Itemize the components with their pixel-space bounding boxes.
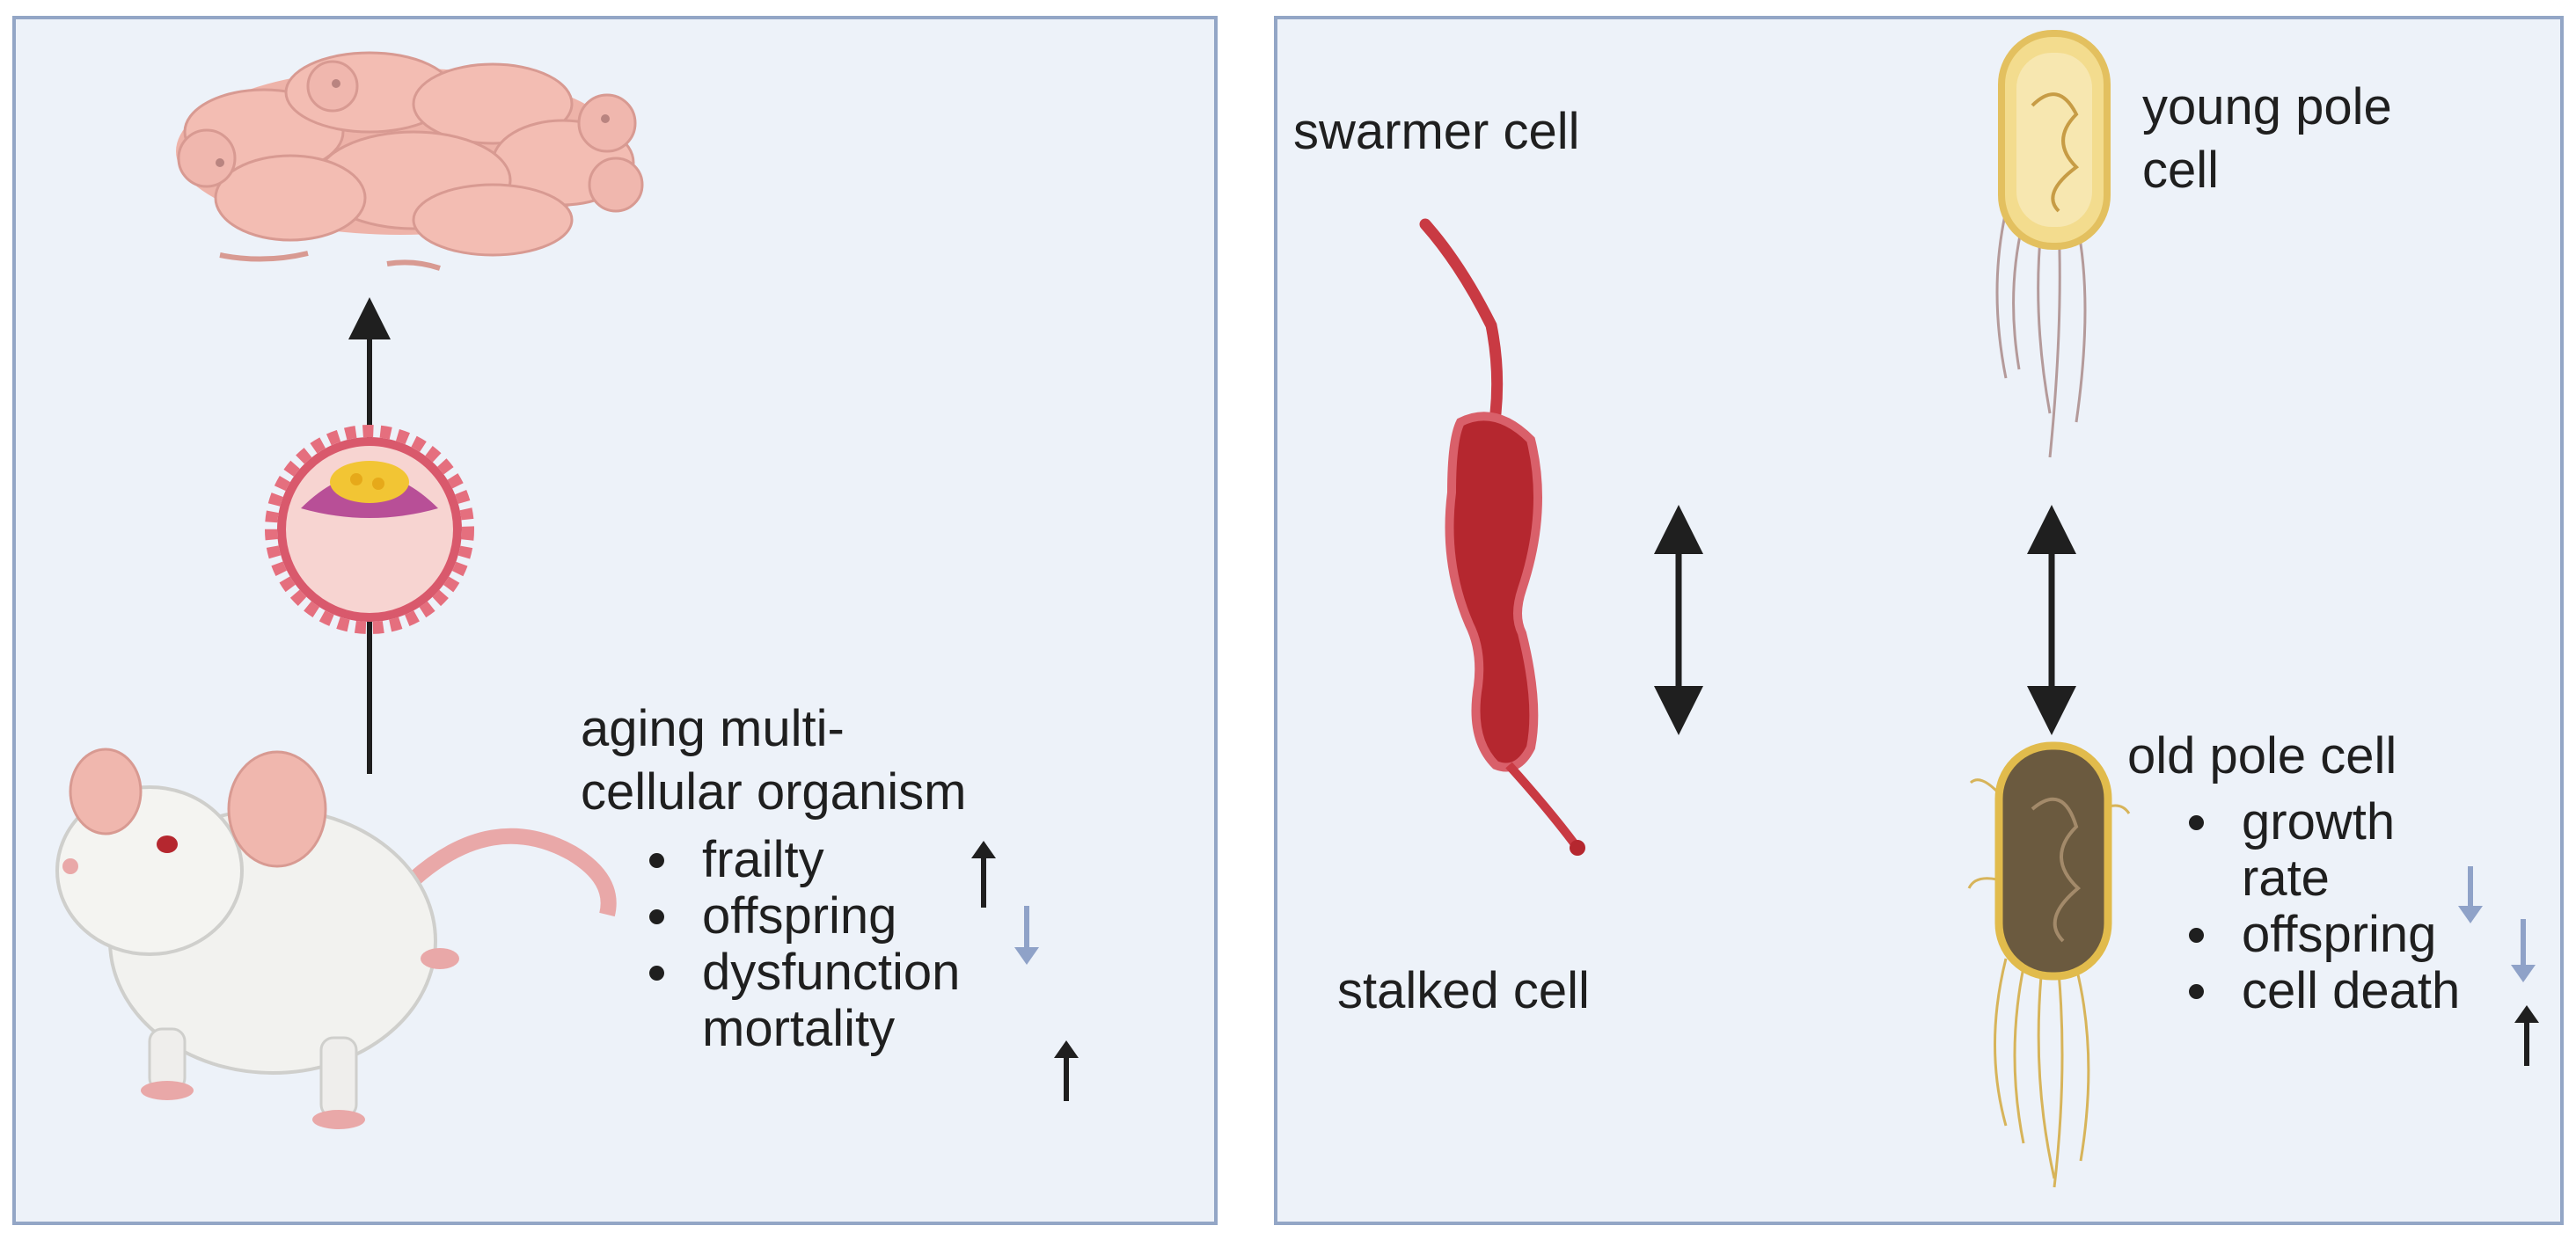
young-pole-label-line2: cell	[2142, 142, 2220, 199]
trend-down-arrow	[2511, 919, 2536, 982]
organism-traits-list: frailty offspring dysfunction mortality	[633, 832, 960, 1057]
swarmer-cell-label: swarmer cell	[1293, 103, 1580, 160]
trend-up-arrow	[1054, 1040, 1079, 1101]
left-trend-arrows	[971, 841, 1079, 1101]
trait-growth: growth	[2173, 794, 2460, 850]
old-bacterium-icon	[1967, 741, 2131, 1188]
trait-offspring: offspring	[633, 888, 960, 945]
old-pole-traits-list: growth rate offspring cell death	[2173, 794, 2460, 1019]
organism-heading-line2: cellular organism	[581, 763, 967, 821]
mouse-icon	[55, 748, 617, 1129]
trait-frailty: frailty	[633, 832, 960, 888]
trait-mortality: mortality	[702, 1000, 896, 1057]
right-trend-arrows	[2458, 866, 2539, 1066]
trait-rate: rate	[2242, 850, 2330, 907]
trait-cell-death: cell death	[2173, 963, 2460, 1019]
young-bacterium-icon	[1995, 30, 2111, 458]
mouse-pups-icon	[176, 51, 644, 271]
trend-up-arrow	[971, 841, 996, 908]
trend-down-arrow	[2458, 866, 2483, 923]
caulobacter-icon	[1419, 218, 1585, 856]
trait-dysfunction: dysfunction	[633, 945, 960, 1001]
embryo-icon	[265, 425, 474, 634]
young-pole-label-line1: young pole	[2142, 78, 2392, 135]
organism-heading-line1: aging multi-	[581, 700, 845, 757]
old-pole-label: old pole cell	[2127, 727, 2397, 784]
trend-up-arrow	[2514, 1005, 2539, 1066]
trait-offspring-cell: offspring	[2173, 907, 2460, 963]
stalked-cell-label: stalked cell	[1337, 962, 1590, 1019]
trend-down-arrow	[1014, 906, 1039, 965]
